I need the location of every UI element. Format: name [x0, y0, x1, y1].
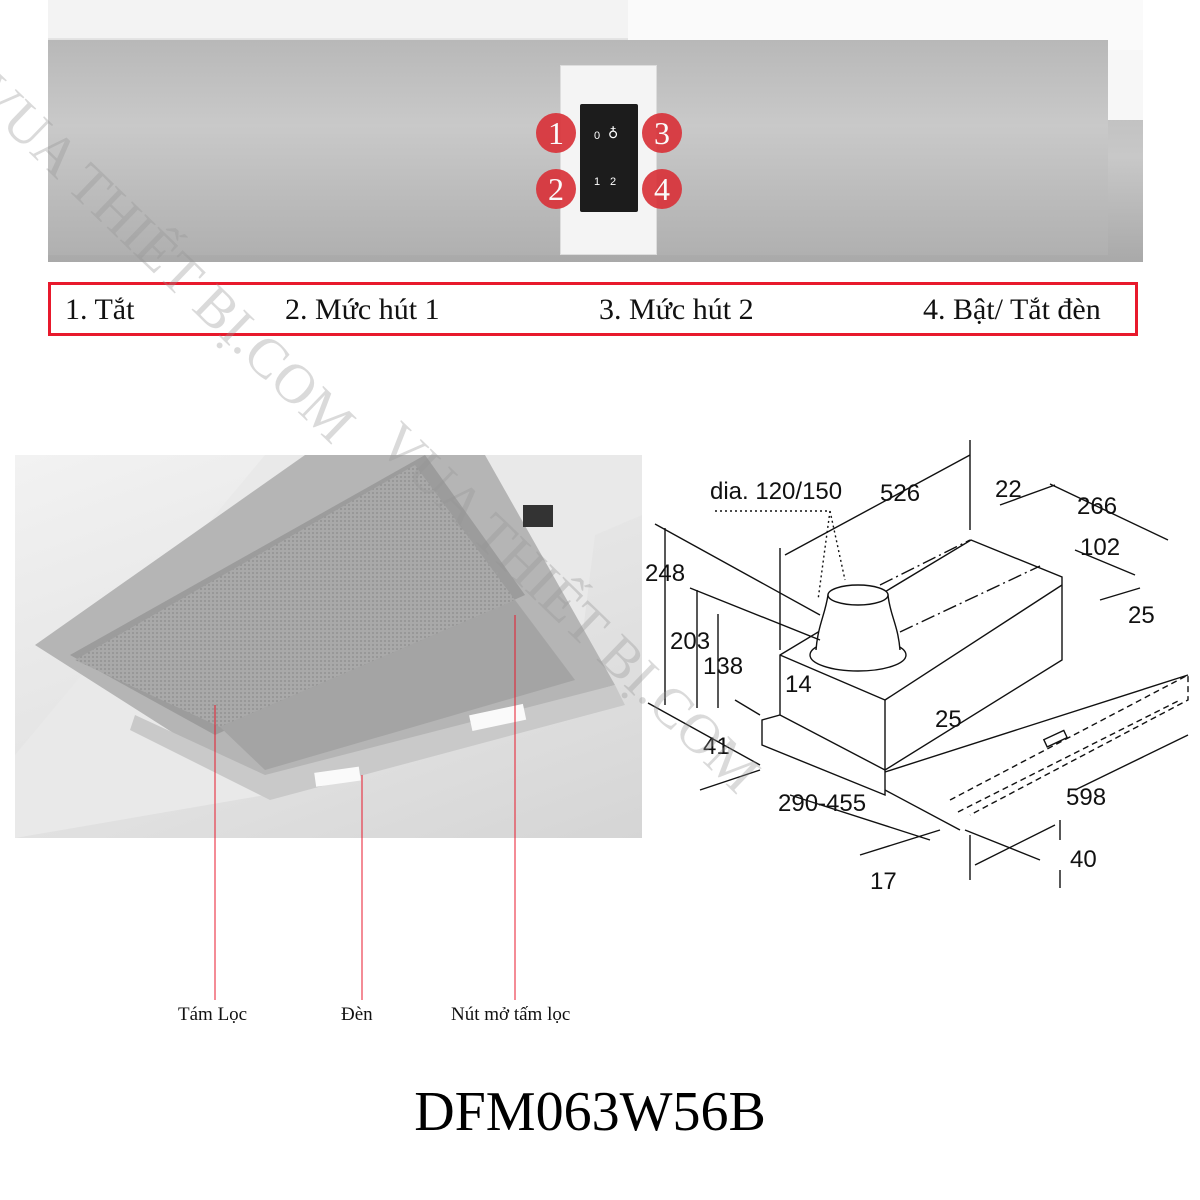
legend-item-level2: 3. Mức hút 2: [599, 293, 754, 326]
switch-off-label: 0: [594, 130, 601, 142]
badge-3: 3: [642, 113, 682, 153]
dim-138: 138: [703, 653, 744, 680]
callout-light: Đèn: [341, 1004, 373, 1025]
switch-level1-label: 1: [594, 176, 601, 188]
legend-item-light: 4. Bật/ Tắt đèn: [923, 293, 1101, 326]
hood-front-photo: 0 ♁ 1 2 1 2 3 4: [48, 0, 1143, 262]
dim-41: 41: [703, 733, 730, 760]
callout-filter-panel: Tám Lọc: [178, 1004, 248, 1025]
dim-extension: 290-455: [778, 790, 867, 817]
dim-598: 598: [1066, 784, 1107, 811]
callout-filter-release: Nút mở tấm lọc: [451, 1004, 571, 1025]
dim-22: 22: [995, 476, 1022, 503]
model-number: DFM063W56B: [414, 1081, 766, 1143]
dim-203: 203: [670, 628, 711, 655]
dim-17: 17: [870, 868, 897, 895]
light-bulb-icon: ♁: [608, 127, 619, 142]
dim-102: 102: [1080, 534, 1121, 561]
dim-depth: 526: [880, 480, 921, 507]
control-legend: 1. Tắt 2. Mức hút 1 3. Mức hút 2 4. Bật/…: [48, 282, 1138, 336]
dim-14: 14: [785, 671, 812, 698]
legend-item-level1: 2. Mức hút 1: [285, 293, 440, 326]
legend-item-off: 1. Tắt: [65, 293, 135, 326]
badge-4: 4: [642, 169, 682, 209]
dim-25-right: 25: [1128, 602, 1155, 629]
control-switch-panel: 0 ♁ 1 2: [580, 104, 638, 212]
dim-266: 266: [1077, 493, 1118, 520]
dim-248: 248: [645, 560, 686, 587]
badge-2: 2: [536, 169, 576, 209]
switch-level2-label: 2: [610, 176, 617, 188]
hood-underside-photo: [15, 455, 642, 838]
dim-25-front: 25: [935, 706, 962, 733]
dim-diameter: dia. 120/150: [710, 478, 843, 505]
dim-40: 40: [1070, 846, 1097, 873]
badge-1: 1: [536, 113, 576, 153]
